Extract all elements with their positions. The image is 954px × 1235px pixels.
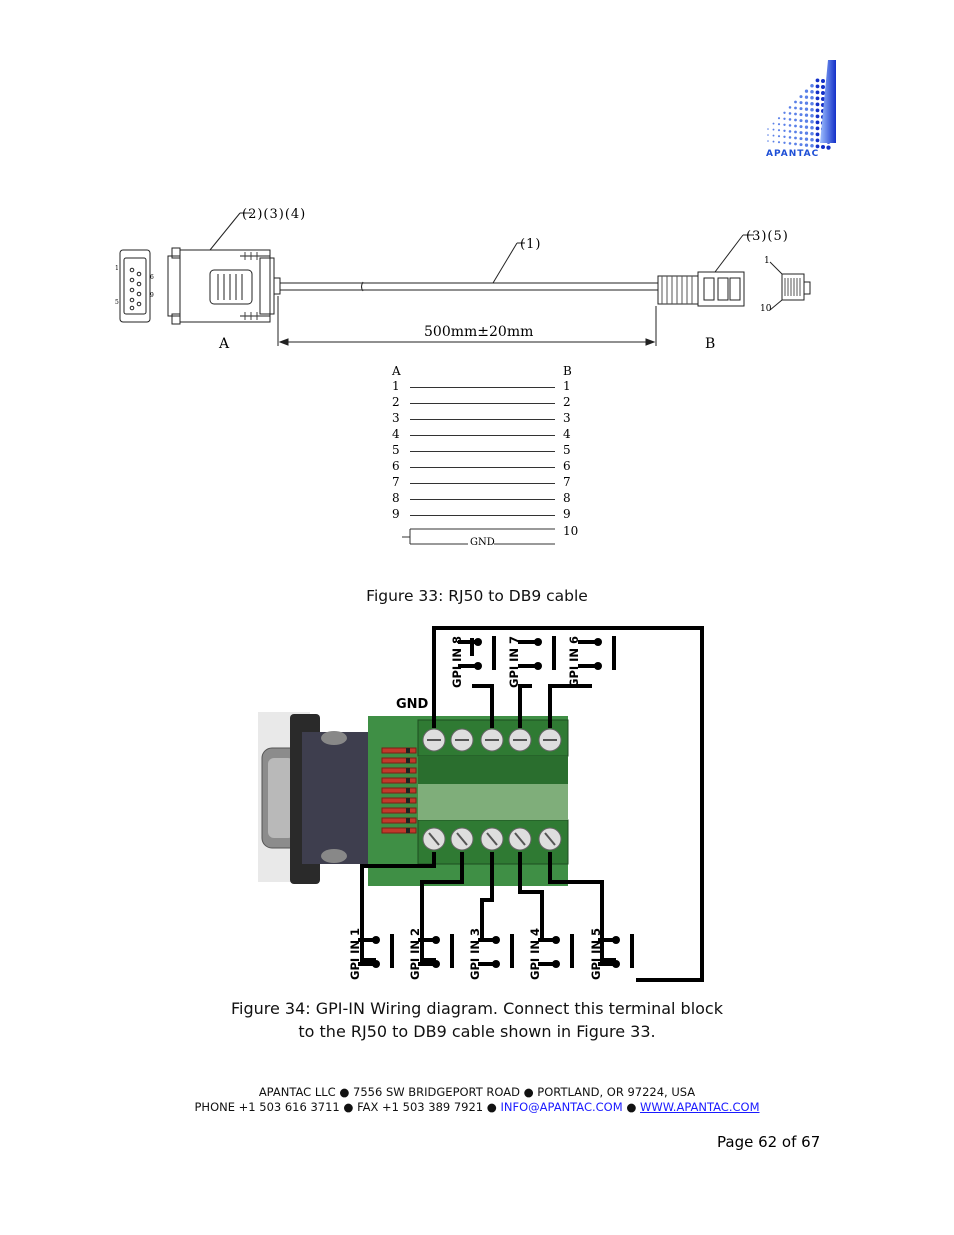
pin-a-label: 9	[392, 507, 400, 521]
pin-wire	[410, 435, 555, 436]
pin-wire	[410, 467, 555, 468]
callout-connector-b: (3)(5)	[746, 229, 789, 244]
pin-wire	[410, 499, 555, 500]
pin-b-label: 8	[563, 491, 571, 505]
figure-34-caption-line2: to the RJ50 to DB9 cable shown in Figure…	[298, 1022, 656, 1041]
rj50-pin-1: 1	[764, 256, 770, 266]
pinout-gnd-label: GND	[470, 537, 495, 548]
pin-a-label: 7	[392, 475, 400, 489]
pin-a-label: 3	[392, 411, 400, 425]
pin-b-label: 9	[563, 507, 571, 521]
db9-pin-6: 6	[150, 274, 154, 281]
cable-length-label: 500mm±20mm	[424, 324, 534, 340]
callout-cable: (1)	[520, 237, 542, 252]
gpi-in-3-label: GPI IN 3	[468, 927, 482, 980]
footer-contact: PHONE +1 503 616 3711 ● FAX +1 503 389 7…	[0, 1100, 954, 1114]
gpi-in-7-label: GPI IN 7	[507, 635, 521, 688]
gpi-in-8-label: GPI IN 8	[450, 635, 464, 688]
gpi-in-4-label: GPI IN 4	[528, 927, 542, 980]
pin-a-label: 1	[392, 379, 400, 393]
pin-wire	[410, 403, 555, 404]
pin-a-label: 8	[392, 491, 400, 505]
rj50-pin-10: 10	[760, 304, 772, 314]
pin-b-label: 2	[563, 395, 571, 409]
gnd-connection	[400, 524, 560, 550]
pin-b-label: 5	[563, 443, 571, 457]
db9-pin-5: 5	[115, 299, 119, 306]
gnd-label: GND	[396, 697, 429, 712]
pin-a-label: 5	[392, 443, 400, 457]
website-link[interactable]: WWW.APANTAC.COM	[640, 1100, 760, 1114]
callout-connector-a: (2)(3)(4)	[242, 207, 307, 222]
figure-34-wiring-diagram: GND GPI IN 8 GPI IN 7 GPI IN 6 GPI IN 1 …	[250, 620, 720, 990]
pinout-header-b: B	[563, 364, 572, 378]
logo-text: APANTAC	[766, 149, 820, 159]
footer-phone-fax: PHONE +1 503 616 3711 ● FAX +1 503 389 7…	[194, 1100, 497, 1114]
logo-graphic	[767, 60, 836, 150]
pinout-header-a: A	[392, 364, 401, 378]
figure-34-caption-line1: Figure 34: GPI-IN Wiring diagram. Connec…	[230, 999, 723, 1018]
pin-b-label: 4	[563, 427, 571, 441]
pinout-pin-10: 10	[563, 524, 579, 538]
cable-svg	[119, 212, 811, 346]
gpi-in-1-label: GPI IN 1	[348, 927, 362, 980]
end-a-label: A	[219, 336, 230, 352]
page-number: Page 62 of 67	[717, 1133, 821, 1151]
figure-33-caption: Figure 33: RJ50 to DB9 cable	[366, 587, 588, 605]
pin-wire	[410, 387, 555, 388]
pin-wire	[410, 515, 555, 516]
pin-b-label: 7	[563, 475, 571, 489]
pin-a-label: 2	[392, 395, 400, 409]
pin-wire	[410, 483, 555, 484]
gpi-in-6-label: GPI IN 6	[567, 635, 581, 688]
db9-pin-1: 1	[115, 265, 119, 272]
db9-pin-9: 9	[150, 292, 154, 299]
pin-wire	[410, 419, 555, 420]
pin-a-label: 4	[392, 427, 400, 441]
pin-b-label: 3	[563, 411, 571, 425]
wiring-svg	[258, 626, 704, 982]
footer-address: APANTAC LLC ● 7556 SW BRIDGEPORT ROAD ● …	[258, 1085, 696, 1099]
email-link[interactable]: INFO@APANTAC.COM	[500, 1100, 623, 1114]
pin-b-label: 6	[563, 459, 571, 473]
figure-33-cable-drawing: (2)(3)(4) (1) (3)(5) A B 500mm±20mm 1 5 …	[110, 200, 830, 360]
pin-b-label: 1	[563, 379, 571, 393]
gpi-in-2-label: GPI IN 2	[408, 927, 422, 980]
footer-separator: ●	[626, 1100, 637, 1114]
end-b-label: B	[705, 336, 716, 352]
apantac-logo: APANTAC	[760, 55, 840, 165]
gpi-in-5-label: GPI IN 5	[589, 927, 603, 980]
pin-a-label: 6	[392, 459, 400, 473]
pin-wire	[410, 451, 555, 452]
